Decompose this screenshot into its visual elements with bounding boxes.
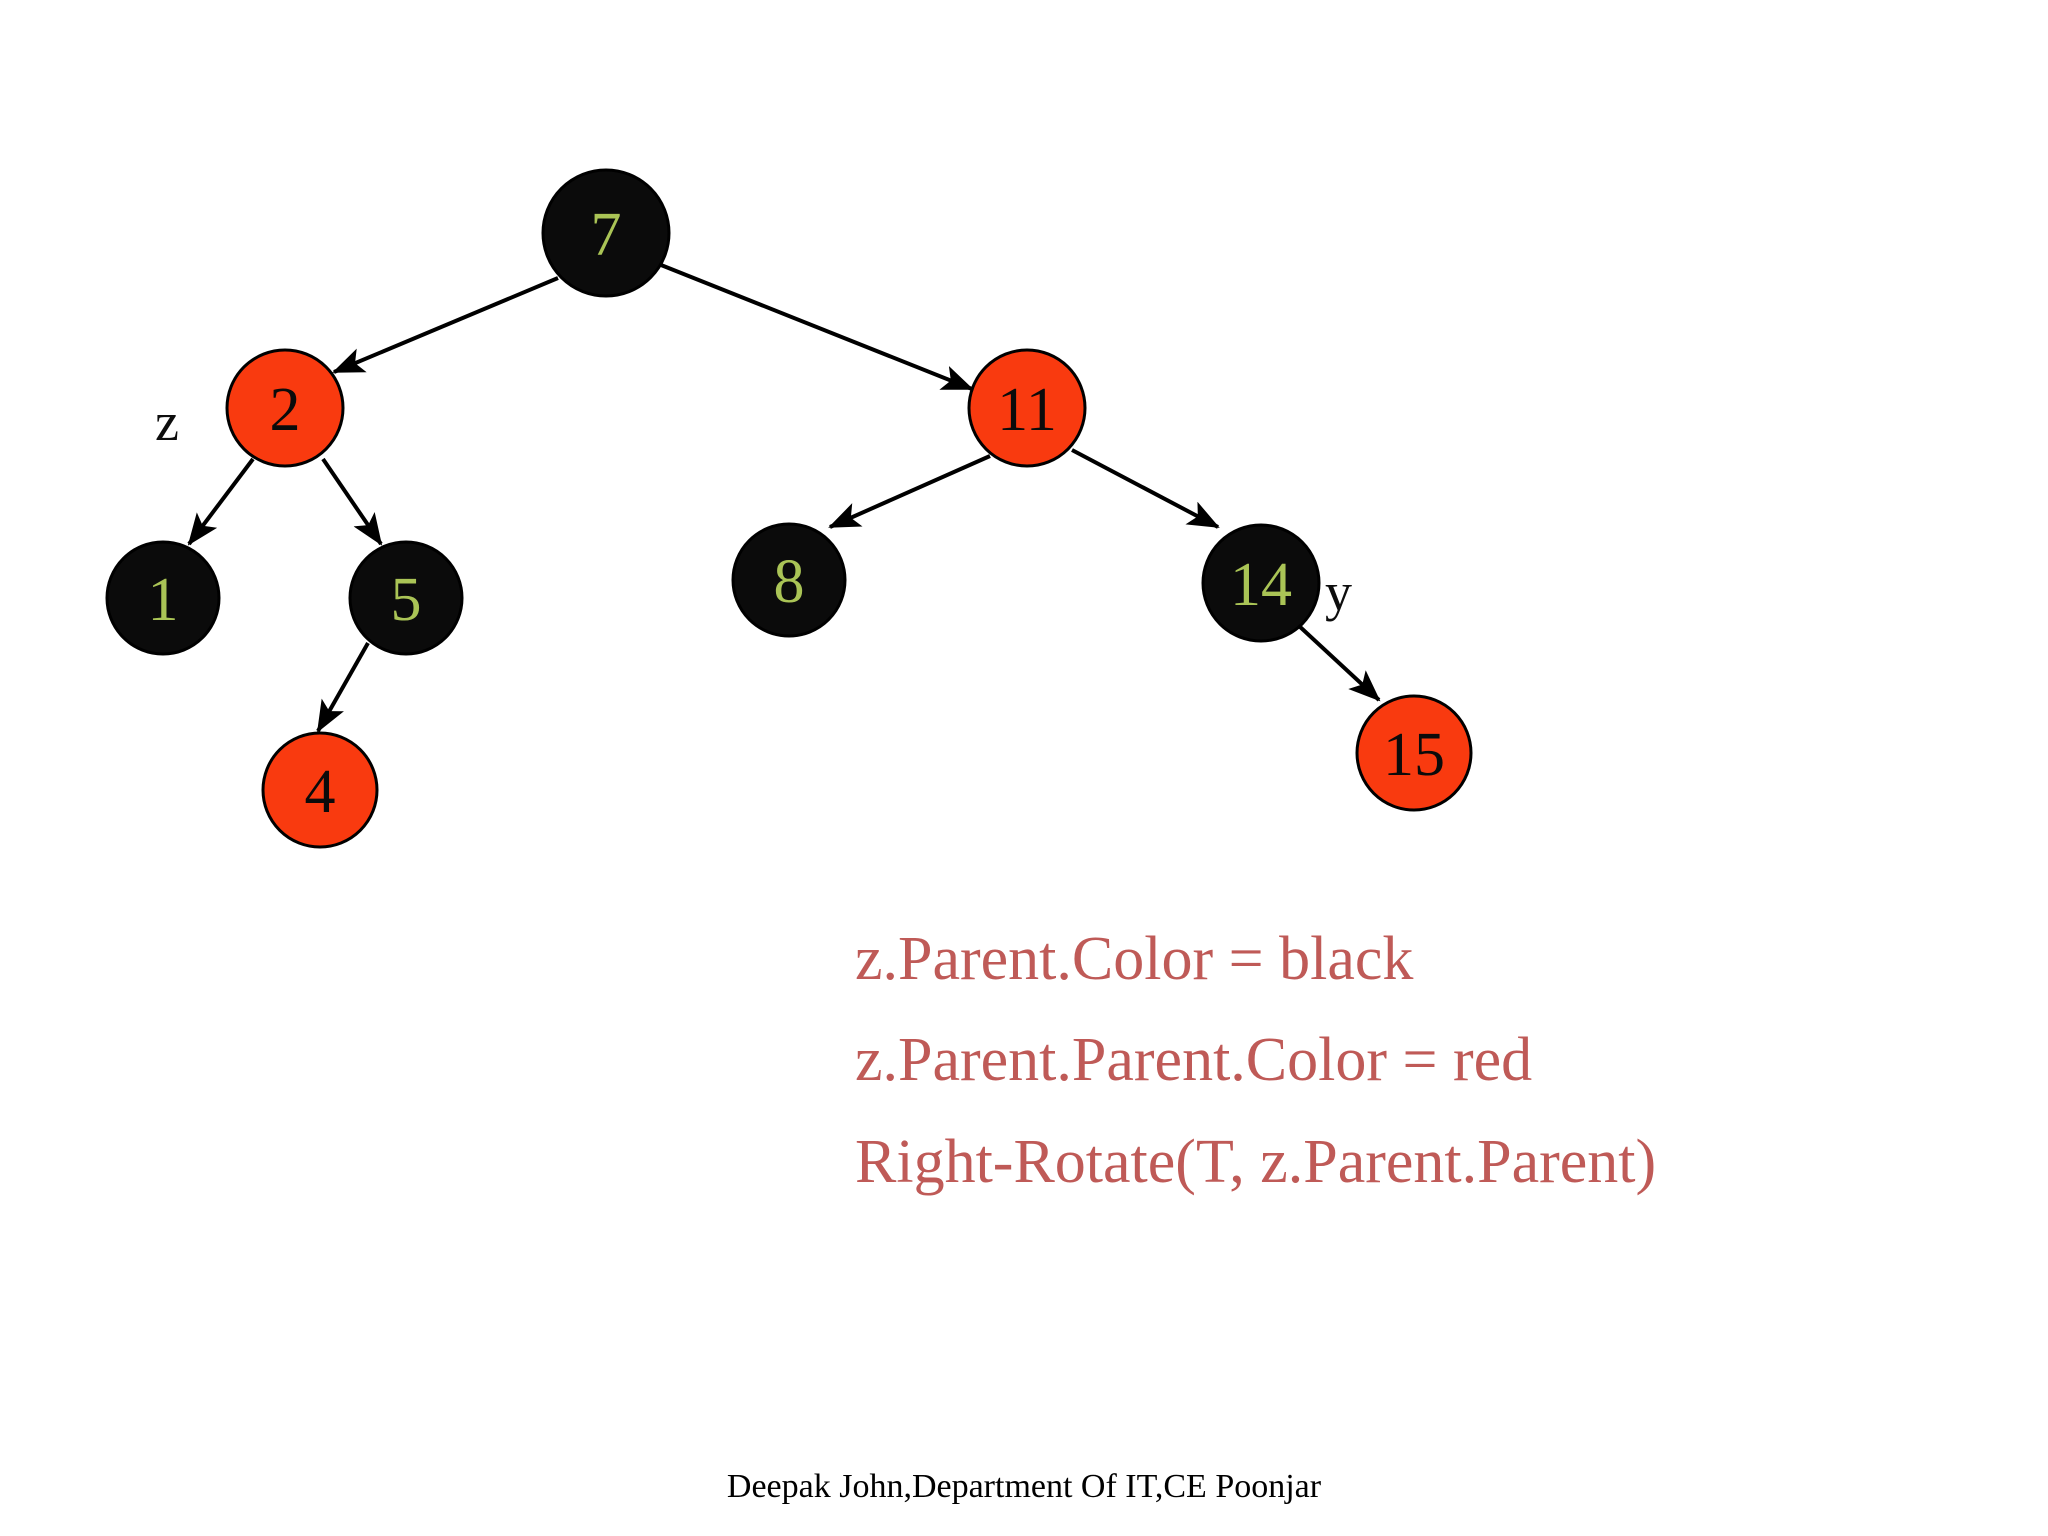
node-label-14: 14 bbox=[1230, 551, 1292, 619]
node-circle-7 bbox=[541, 168, 671, 298]
tree-edge-n5-to-n4 bbox=[316, 642, 370, 733]
tree-edge-n11-to-n14 bbox=[1071, 448, 1220, 529]
node-circle-15 bbox=[1355, 694, 1473, 812]
code-line-3: Right-Rotate(T, z.Parent.Parent) bbox=[855, 1127, 1657, 1196]
node-circle-14 bbox=[1201, 523, 1321, 643]
tree-edge-n7-to-n11 bbox=[660, 263, 974, 391]
tree-edge-n14-to-n15 bbox=[1296, 623, 1381, 702]
node-label-5: 5 bbox=[391, 566, 422, 634]
node-label-15: 15 bbox=[1383, 721, 1445, 789]
pointer-label-y: y bbox=[1325, 562, 1352, 622]
node-label-11: 11 bbox=[997, 376, 1057, 444]
tree-edges bbox=[187, 263, 1381, 733]
pseudocode-block: z.Parent.Color = black z.Parent.Parent.C… bbox=[855, 920, 1855, 1224]
tree-node-14[interactable]: 14 bbox=[1201, 523, 1321, 643]
node-label-4: 4 bbox=[305, 758, 336, 826]
node-circle-4 bbox=[261, 731, 379, 849]
node-label-1: 1 bbox=[148, 566, 179, 634]
tree-node-11[interactable]: 11 bbox=[967, 348, 1087, 468]
node-label-7: 7 bbox=[591, 201, 622, 269]
tree-edge-n2-to-n1 bbox=[187, 457, 255, 546]
pointer-label-z: z bbox=[155, 392, 179, 452]
node-label-8: 8 bbox=[774, 548, 805, 616]
node-circle-11 bbox=[967, 348, 1087, 468]
code-line-1: z.Parent.Color = black bbox=[855, 925, 1414, 993]
tree-node-8[interactable]: 8 bbox=[731, 522, 847, 638]
tree-node-4[interactable]: 4 bbox=[261, 731, 379, 849]
tree-node-2[interactable]: 2 bbox=[225, 348, 345, 468]
tree-node-15[interactable]: 15 bbox=[1355, 694, 1473, 812]
tree-edge-n11-to-n8 bbox=[828, 454, 991, 529]
node-circle-1 bbox=[105, 540, 221, 656]
node-circle-8 bbox=[731, 522, 847, 638]
tree-edge-n7-to-n2 bbox=[332, 276, 559, 374]
node-circle-2 bbox=[225, 348, 345, 468]
code-line-2: z.Parent.Parent.Color = red bbox=[855, 1026, 1533, 1095]
tree-node-5[interactable]: 5 bbox=[348, 540, 464, 656]
slide-footer: Deepak John,Department Of IT,CE Poonjar bbox=[726, 1468, 1322, 1505]
tree-node-7[interactable]: 7 bbox=[541, 168, 671, 298]
tree-edge-n2-to-n5 bbox=[321, 457, 383, 546]
tree-node-1[interactable]: 1 bbox=[105, 540, 221, 656]
node-circle-5 bbox=[348, 540, 464, 656]
node-label-2: 2 bbox=[270, 376, 301, 444]
